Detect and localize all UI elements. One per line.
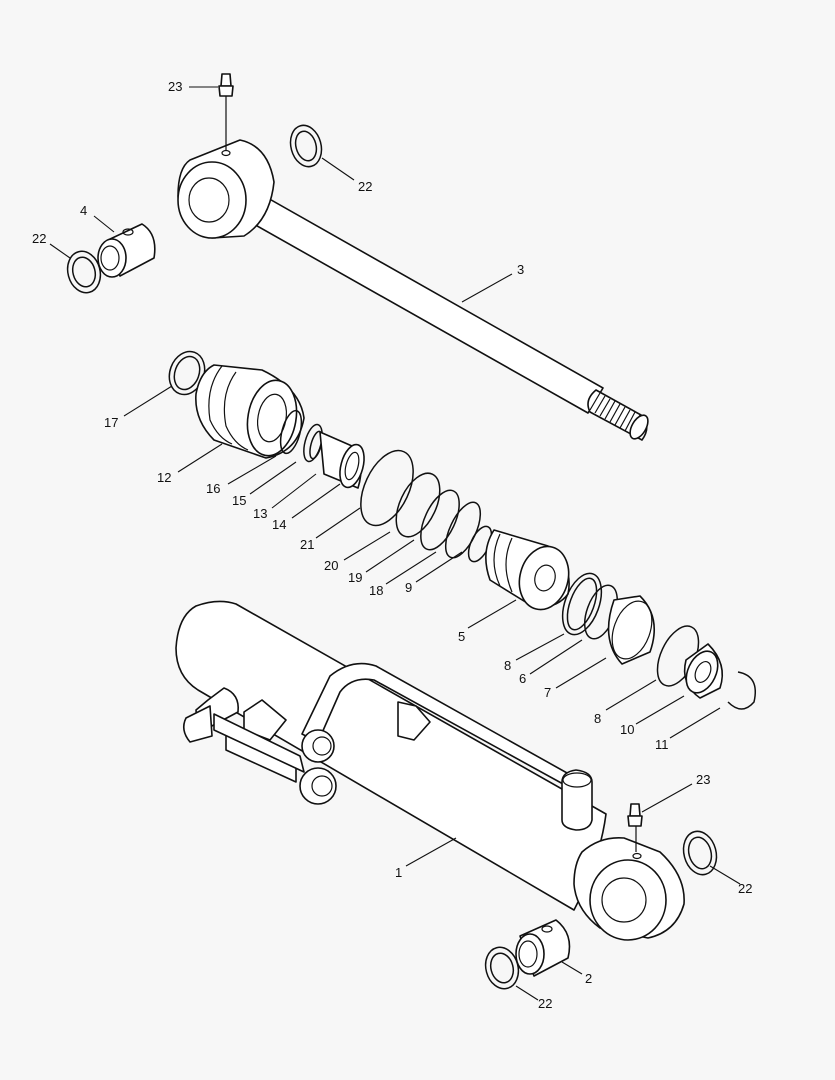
piston-group — [485, 529, 756, 710]
callout-13: 13 — [253, 506, 267, 521]
gland-assembly — [168, 350, 493, 563]
piston-rod — [66, 73, 649, 441]
callout-20: 20 — [324, 558, 338, 573]
callout-19: 19 — [348, 570, 362, 585]
callout-12: 12 — [157, 470, 171, 485]
callout-22: 22 — [358, 179, 372, 194]
callout-18: 18 — [369, 583, 383, 598]
callout-4: 4 — [80, 203, 87, 218]
callout-8: 8 — [594, 711, 601, 726]
callout-21: 21 — [300, 537, 314, 552]
callout-23: 23 — [168, 79, 182, 94]
callout-5: 5 — [458, 629, 465, 644]
callout-7: 7 — [544, 685, 551, 700]
callout-9: 9 — [405, 580, 412, 595]
callout-3: 3 — [517, 262, 524, 277]
callout-6: 6 — [519, 671, 526, 686]
callout-14: 14 — [272, 517, 286, 532]
callouts: 23 22 4 22 3 17 12 16 15 13 14 21 20 19 … — [32, 79, 752, 1011]
callout-22: 22 — [32, 231, 46, 246]
callout-23: 23 — [696, 772, 710, 787]
callout-15: 15 — [232, 493, 246, 508]
callout-16: 16 — [206, 481, 220, 496]
callout-1: 1 — [395, 865, 402, 880]
callout-8: 8 — [504, 658, 511, 673]
callout-22: 22 — [738, 881, 752, 896]
callout-17: 17 — [104, 415, 118, 430]
cylinder-barrel — [175, 600, 718, 990]
callout-10: 10 — [620, 722, 634, 737]
callout-11: 11 — [655, 737, 669, 752]
callout-22: 22 — [538, 996, 552, 1011]
callout-2: 2 — [585, 971, 592, 986]
